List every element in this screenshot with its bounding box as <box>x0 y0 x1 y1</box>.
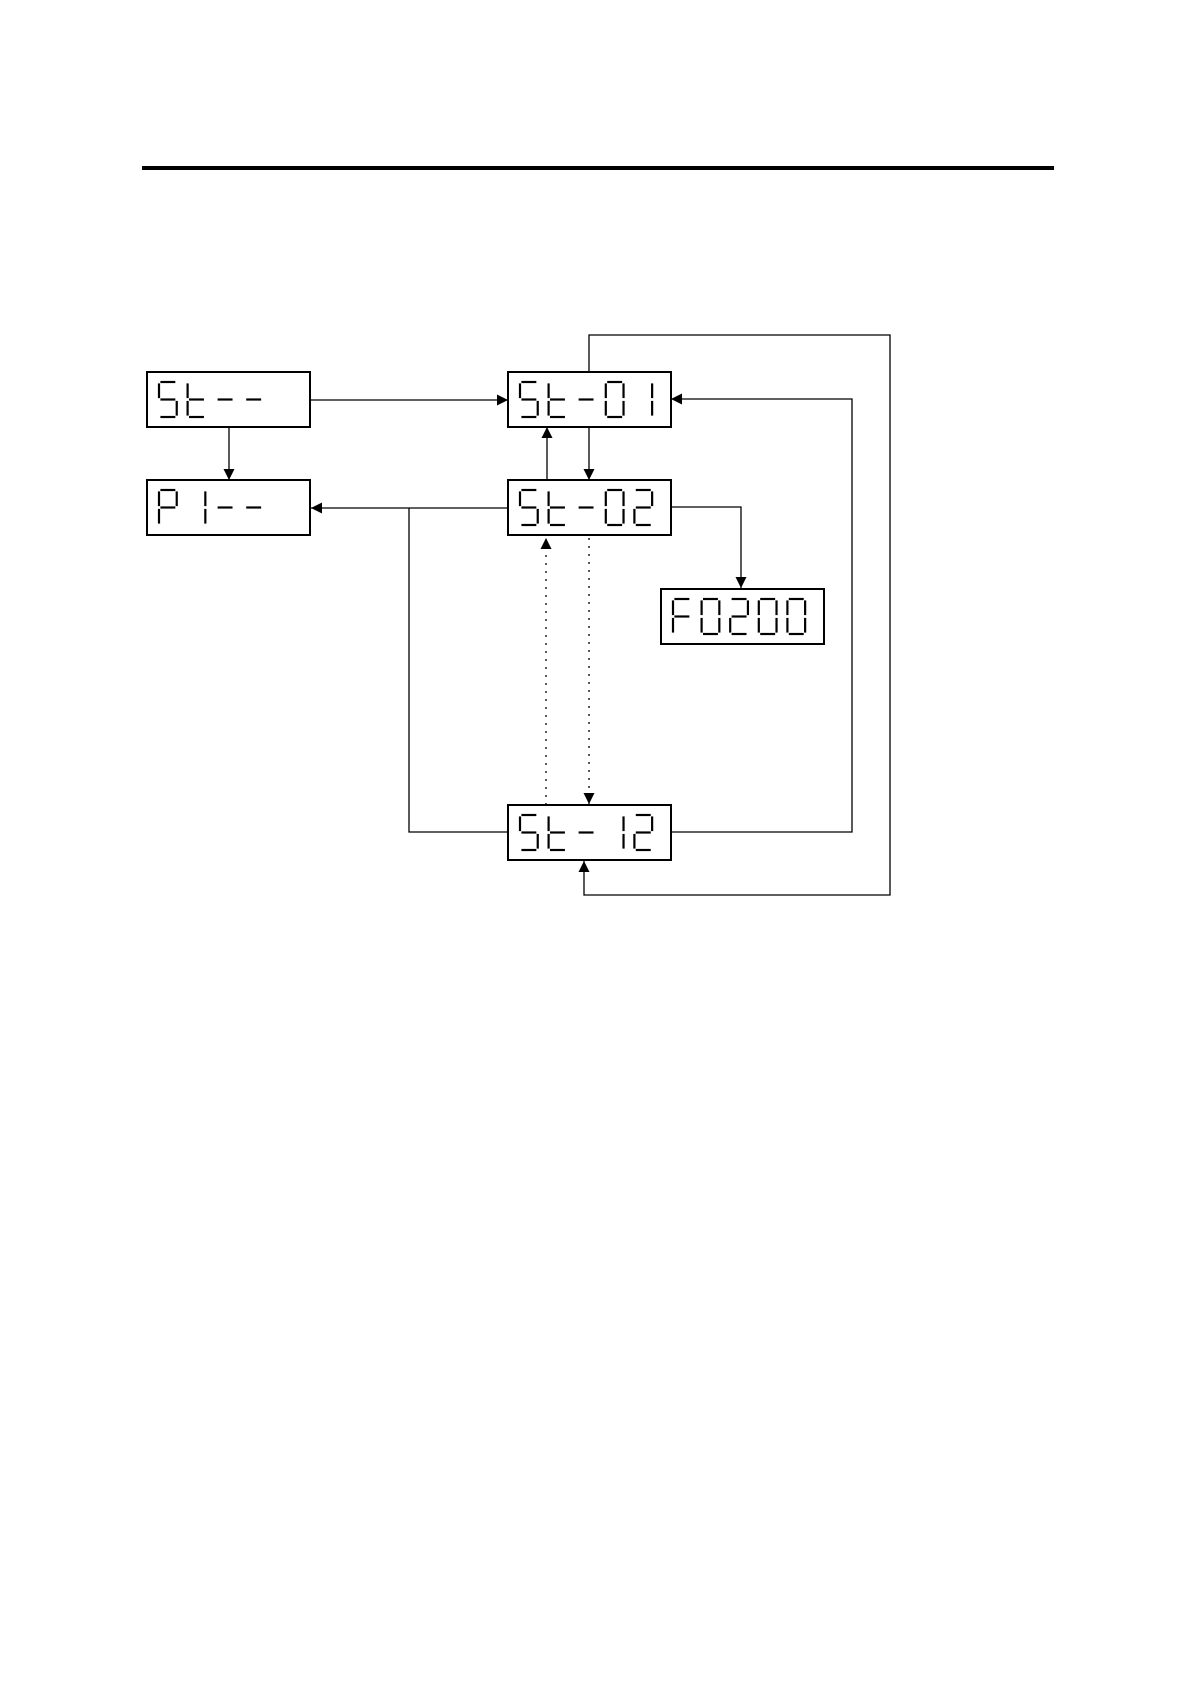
display-p1-root: P1-- <box>147 480 310 535</box>
display-st-01: St-01 <box>508 372 671 427</box>
display-st-12: St-12 <box>508 805 671 860</box>
arrow-st02-f0200 <box>671 507 741 588</box>
display-st-02: St-02 <box>508 480 671 535</box>
display-f0200: F0200 <box>661 589 824 644</box>
line-st12-to-p1 <box>409 508 508 832</box>
display-text: F0200 <box>665 639 668 641</box>
display-st-root: St-- <box>147 372 310 427</box>
display-text: P1-- <box>151 530 154 532</box>
